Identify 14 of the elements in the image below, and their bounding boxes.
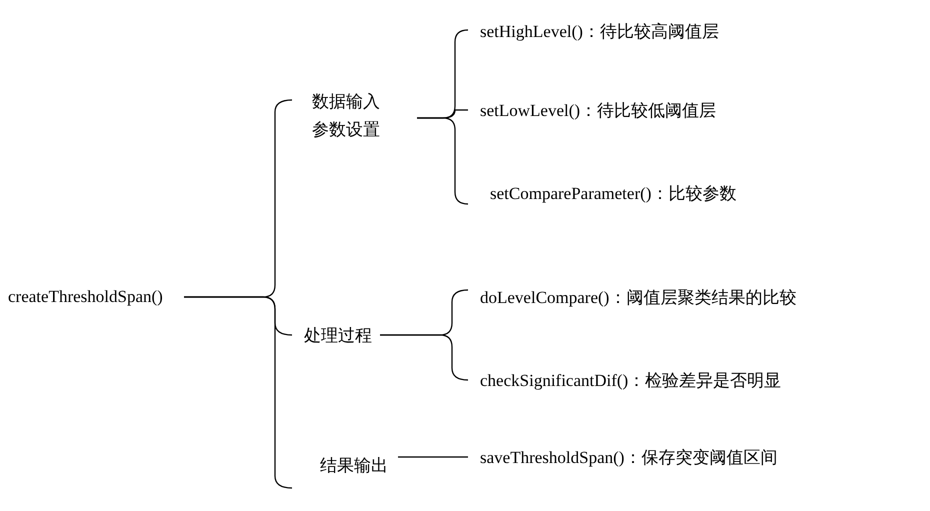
brace-line xyxy=(184,296,292,489)
brace-line xyxy=(417,117,468,205)
method-label: setCompareParameter()：比较参数 xyxy=(468,180,838,206)
category-label: 结果输出 xyxy=(292,440,398,490)
method-label: setLowLevel()：待比较低阈值层 xyxy=(468,97,798,123)
root-function-label: createThresholdSpan() xyxy=(8,285,184,309)
brace-line xyxy=(398,456,468,458)
method-label: checkSignificantDif()：检验差异是否明显 xyxy=(468,367,918,393)
brace-line xyxy=(380,334,468,381)
category-label: 数据输入参数设置 xyxy=(292,85,417,147)
method-label: doLevelCompare()：阈值层聚类结果的比较 xyxy=(468,284,926,310)
method-label: saveThresholdSpan()：保存突变阈值区间 xyxy=(468,444,898,470)
category-label: 处理过程 xyxy=(292,320,380,350)
method-label: setHighLevel()：待比较高阈值层 xyxy=(468,18,798,44)
